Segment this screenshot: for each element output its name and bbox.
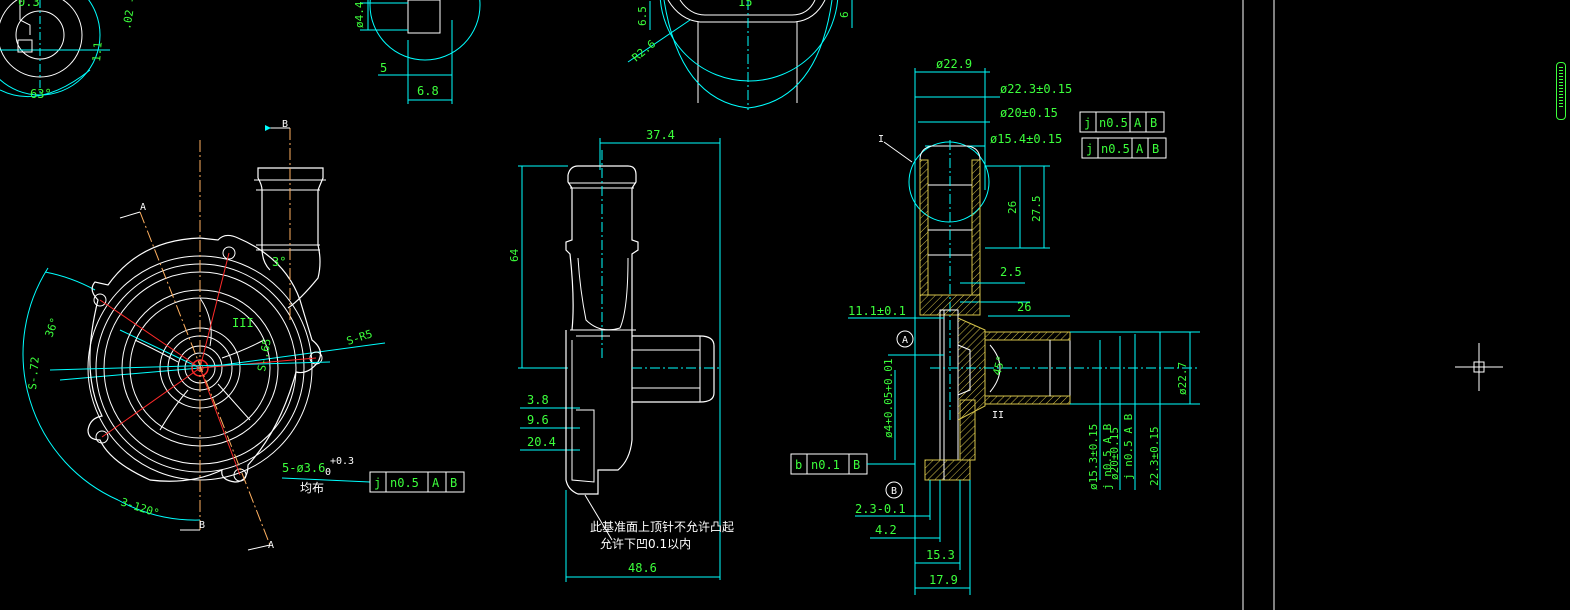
fcf-front-sym: j <box>374 476 381 490</box>
fcfb-sym: b <box>795 458 802 472</box>
angle-36: 36° <box>43 316 62 339</box>
dim-68: 6.8 <box>417 84 439 98</box>
dim-223: ø22.3±0.15 <box>1000 82 1072 96</box>
fcf-section-2: j n0.5 A B <box>1081 137 1167 159</box>
angle-3: 3° <box>272 255 286 269</box>
dim-38: 3.8 <box>527 393 549 407</box>
fcf2-tol: n0.5 <box>1101 142 1130 156</box>
vertical-scrollbar[interactable] <box>1556 62 1566 120</box>
dim-20: ø20±0.15 <box>1000 106 1058 120</box>
radius-72: S-.72 <box>26 356 42 390</box>
marker-iii: III <box>232 316 254 330</box>
dim-275: 27.5 <box>1030 196 1043 223</box>
drawing-frame <box>1242 0 1275 610</box>
fcf1-b: B <box>1150 116 1157 130</box>
scrollbar-grip-icon <box>1559 67 1563 107</box>
fcf-section-b: b n0.1 B <box>790 453 868 475</box>
marker-i: I <box>878 134 884 145</box>
marker-b-section: B <box>891 486 897 497</box>
note-line-2: 允许下凹0.1以内 <box>600 536 691 551</box>
angle-45: 45° <box>990 354 1008 377</box>
dim-42: 4.2 <box>875 523 897 537</box>
fcfb-b: B <box>853 458 860 472</box>
distributed-label: 均布 <box>300 481 324 495</box>
section-view: ø22.9 ø22.3±0.15 ø20±0.15 ø15.4±0.15 j n… <box>790 57 1200 595</box>
fcf-front-b: B <box>450 476 457 490</box>
dim-153: 15.3 <box>926 548 955 562</box>
dim-d4: ø4+0.05+0.01 <box>882 359 895 438</box>
fcf-front-tol: n0.5 <box>390 476 419 490</box>
fcf2-sym: j <box>1086 142 1093 156</box>
dim-229: ø22.9 <box>936 57 972 71</box>
dim-26h: 26 <box>1017 300 1031 314</box>
dim-26v: 26 <box>1006 201 1019 214</box>
marker-b-bottom: B <box>199 520 205 531</box>
angle-63-label: 63° <box>30 87 52 101</box>
dim-179: 17.9 <box>929 573 958 587</box>
note-line-1: 此基准面上顶针不允许凸起 <box>590 519 734 534</box>
holes-label: 5-ø3.6 <box>282 461 325 475</box>
dim-65: 6.5 <box>636 6 649 26</box>
fcfb-tol: n0.1 <box>811 458 840 472</box>
dim-23: 2.3-0.1 <box>855 502 906 516</box>
fcf1-a: A <box>1134 116 1142 130</box>
dim-15: 15 <box>738 0 752 9</box>
crosshair-cursor-icon <box>1455 343 1503 391</box>
dim-486: 48.6 <box>628 561 657 575</box>
marker-a-section: A <box>902 335 908 346</box>
fcf-front: j n0.5 A B <box>369 471 465 493</box>
fcf1-tol: n0.5 <box>1099 116 1128 130</box>
fcf1-sym: j <box>1084 116 1091 130</box>
top-center-detail: ø4.4 5 6.8 6.5 15 6 R2.6 <box>353 0 853 110</box>
radius-65: S-.65 <box>255 338 274 373</box>
dim-204: 20.4 <box>527 435 556 449</box>
frag-top-label: 0.3 <box>18 0 40 9</box>
hole-tol-top: +0.3 <box>330 456 354 467</box>
dim-6: 6 <box>838 11 851 18</box>
angle-120: 3-120° <box>119 495 161 520</box>
marker-a-top: A <box>140 202 146 213</box>
dim-374: 37.4 <box>646 128 675 142</box>
top-left-detail: 0.3 63° .02 - 120° 1.1 <box>0 0 144 101</box>
fcf-section-1: j n0.5 A B <box>1079 111 1165 133</box>
dim-v3: 22.3±0.15 <box>1148 426 1161 486</box>
dim-r26: R2.6 <box>630 37 659 64</box>
marker-b-top: B <box>282 119 288 130</box>
fcf2-a: A <box>1136 142 1144 156</box>
dim-25: 2.5 <box>1000 265 1022 279</box>
hole-tol-bot: 0 <box>325 467 331 478</box>
fcf-front-a: A <box>432 476 440 490</box>
small-label: 1.1 <box>90 41 105 62</box>
front-view: B A B A III 3° 36° S-.72 S-R5 S-.65 5-ø3… <box>22 119 465 551</box>
dim-v2b: j n0.5 A B <box>1122 413 1135 480</box>
dim-64: 64 <box>508 248 521 262</box>
dim-d44: ø4.4 <box>353 1 366 28</box>
radius-label: .02 - 120° <box>120 0 144 31</box>
dim-5: 5 <box>380 61 387 75</box>
marker-ii: II <box>992 410 1004 421</box>
marker-a-bottom: A <box>268 540 274 551</box>
dim-111: 11.1±0.1 <box>848 304 906 318</box>
dim-v2: ø20±0.15 <box>1108 427 1121 480</box>
dim-154: ø15.4±0.15 <box>990 132 1062 146</box>
dim-96: 9.6 <box>527 413 549 427</box>
side-view: 37.4 64 3.8 9.6 20.4 48.6 此基准面上顶针不允许凸起 <box>508 128 734 582</box>
fcf2-b: B <box>1152 142 1159 156</box>
dim-v1: ø15.3±0.15 <box>1087 424 1100 490</box>
dim-227: ø22.7 <box>1176 362 1189 395</box>
dim-v1b: j n0.5 A B <box>1101 423 1114 490</box>
